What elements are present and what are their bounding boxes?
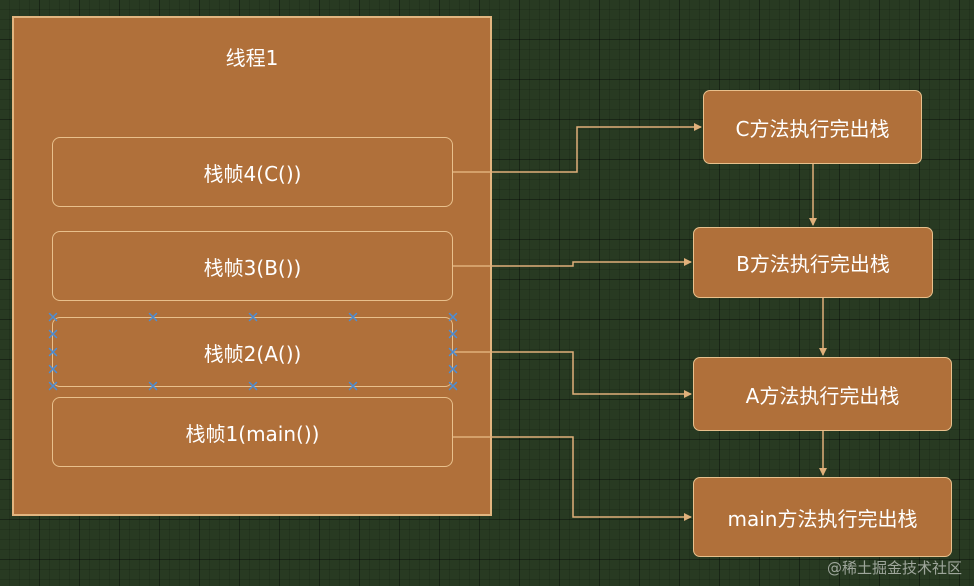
stack-frame-4[interactable]: 栈帧4(C()) bbox=[52, 137, 453, 207]
step-box-main[interactable]: main方法执行完出栈 bbox=[693, 477, 952, 557]
thread-container bbox=[12, 16, 492, 516]
watermark: @稀土掘金技术社区 bbox=[826, 559, 962, 577]
stack-frame-2[interactable]: 栈帧2(A()) bbox=[52, 317, 453, 387]
thread-title: 线程1 bbox=[225, 46, 279, 70]
stack-frame-3[interactable]: 栈帧3(B()) bbox=[52, 231, 453, 301]
stack-frame-1[interactable]: 栈帧1(main()) bbox=[52, 397, 453, 467]
step-box-c[interactable]: C方法执行完出栈 bbox=[703, 90, 922, 164]
step-box-b[interactable]: B方法执行完出栈 bbox=[693, 227, 933, 298]
step-box-a[interactable]: A方法执行完出栈 bbox=[693, 357, 952, 431]
